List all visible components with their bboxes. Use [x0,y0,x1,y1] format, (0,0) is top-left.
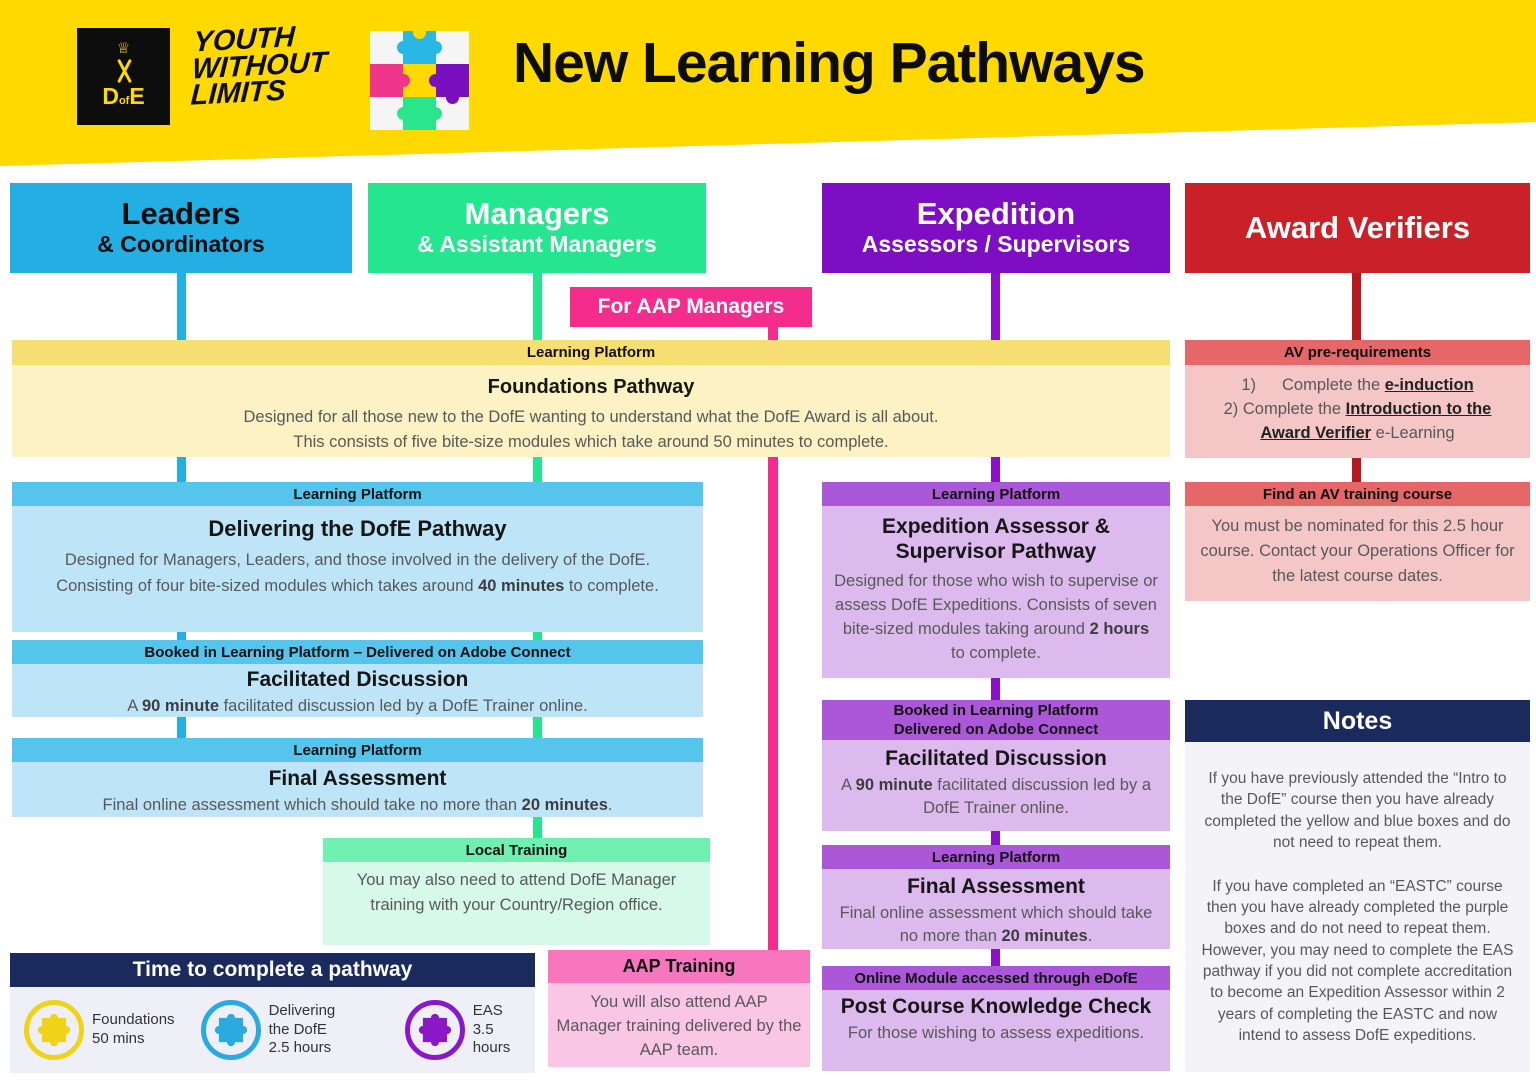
learning-platform-tag: Learning Platform [12,482,703,506]
notes-card: Notes If you have previously attended th… [1185,700,1530,1072]
find-av-course-card: Find an AV training course You must be n… [1185,482,1530,601]
expedition-title: Expedition [916,196,1076,232]
delivering-dofe-card: Learning Platform Delivering the DofE Pa… [12,482,703,632]
puzzle-logo-icon [370,26,469,130]
av-prerequisites-tag: AV pre-requirements [1185,340,1530,365]
notes-paragraph-2: If you have completed an “EASTC” course … [1201,877,1514,1045]
learning-platform-tag: Learning Platform [822,482,1170,506]
learning-platform-tag: Learning Platform [12,340,1170,365]
foundations-title: Foundations Pathway [487,376,695,398]
online-module-tag: Online Module accessed through eDofE [822,966,1170,990]
top-banner: ♕ DofE YOUTH WITHOUT LIMITS [0,0,1536,166]
facilitated-discussion-title: Facilitated Discussion [246,668,469,691]
intro-award-verifier-link[interactable]: Introduction to the Award Verifier [1260,399,1492,442]
column-header-leaders: Leaders & Coordinators [10,183,352,273]
foundations-text-line1: Designed for all those new to the DofE w… [243,408,939,426]
leaders-title: Leaders [121,196,241,232]
local-training-card: Local Training You may also need to atte… [323,838,710,945]
final-assessment-purple-card: Learning Platform Final Assessment Final… [822,845,1170,949]
final-assessment-text: Final online assessment which should tak… [102,796,613,815]
av-prereq-item-1: 1)Complete the e-induction [1241,376,1474,394]
expedition-subtitle: Assessors / Supervisors [861,231,1131,258]
facilitated-discussion-title: Facilitated Discussion [885,747,1107,770]
time-to-complete-title: Time to complete a pathway [10,953,535,987]
delivering-text-line2: Consisting of four bite-sized modules wh… [56,576,659,595]
eas-pathway-title: Expedition Assessor & Supervisor Pathway [882,515,1110,564]
crossed-feathers-icon [111,58,137,84]
final-assessment-title: Final Assessment [907,875,1085,898]
facilitated-discussion-purple-card: Booked in Learning Platform Delivered on… [822,700,1170,831]
leaders-subtitle: & Coordinators [97,231,265,258]
foundations-puzzle-icon [24,1000,84,1060]
delivering-puzzle-icon [200,1000,261,1060]
final-assessment-blue-card: Learning Platform Final Assessment Final… [12,738,703,817]
final-assessment-title: Final Assessment [268,767,447,790]
notes-paragraph-1: If you have previously attended the “Int… [1204,770,1511,852]
managers-title: Managers [464,196,610,232]
aap-training-text: You will also attend AAP Manager trainin… [548,983,810,1067]
aap-training-tag: AAP Training [548,950,810,983]
booked-learning-platform-tag: Booked in Learning Platform Delivered on… [822,700,1170,740]
dofe-logo: ♕ DofE [77,28,170,125]
award-verifiers-title: Award Verifiers [1244,209,1471,245]
eas-pathway-card: Learning Platform Expedition Assessor & … [822,482,1170,678]
aap-training-card: AAP Training You will also attend AAP Ma… [548,950,810,1067]
e-induction-link[interactable]: e-induction [1384,376,1474,394]
facilitated-discussion-text: A 90 minute facilitated discussion led b… [127,697,588,716]
page-title: New Learning Pathways [513,31,1146,95]
for-aap-managers-tag: For AAP Managers [570,287,812,327]
final-assessment-text: Final online assessment which should tak… [839,904,1153,946]
eas-puzzle-icon [404,1000,465,1060]
local-training-text: You may also need to attend DofE Manager… [323,862,710,945]
facilitated-discussion-text: A 90 minute facilitated discussion led b… [840,776,1151,818]
crown-icon: ♕ [116,40,131,57]
dofe-logo-text: DofE [102,83,145,109]
booked-learning-platform-tag: Booked in Learning Platform – Delivered … [12,640,703,664]
notes-title: Notes [1185,700,1530,742]
aap-connector-line [768,300,778,972]
youth-without-limits-logo: YOUTH WITHOUT LIMITS [189,21,329,113]
column-header-managers: Managers & Assistant Managers [368,183,706,273]
delivering-title: Delivering the DofE Pathway [208,516,507,541]
column-header-expedition: Expedition Assessors / Supervisors [822,183,1170,273]
knowledge-check-text: For those wishing to assess expeditions. [847,1024,1145,1043]
foundations-text-line2: This consists of five bite-size modules … [293,432,889,451]
local-training-tag: Local Training [323,838,710,862]
facilitated-discussion-blue-card: Booked in Learning Platform – Delivered … [12,640,703,717]
find-av-course-text: You must be nominated for this 2.5 hour … [1185,506,1530,601]
learning-platform-tag: Learning Platform [822,845,1170,869]
learning-platform-tag: Learning Platform [12,738,703,762]
column-header-award-verifiers: Award Verifiers [1185,183,1530,273]
av-prerequisites-card: AV pre-requirements 1)Complete the e-ind… [1185,340,1530,458]
ywl-line: LIMITS [189,74,287,113]
managers-subtitle: & Assistant Managers [417,231,657,258]
delivering-text-line1: Designed for Managers, Leaders, and thos… [64,551,651,570]
eas-pathway-text: Designed for those who wish to supervise… [834,572,1158,663]
knowledge-check-card: Online Module accessed through eDofE Pos… [822,966,1170,1071]
av-prereq-item-2: 2) Complete the Introduction to the Awar… [1223,399,1492,442]
foundations-pathway-card: Learning Platform Foundations Pathway De… [12,340,1170,457]
knowledge-check-title: Post Course Knowledge Check [840,995,1152,1018]
find-av-course-tag: Find an AV training course [1185,482,1530,506]
